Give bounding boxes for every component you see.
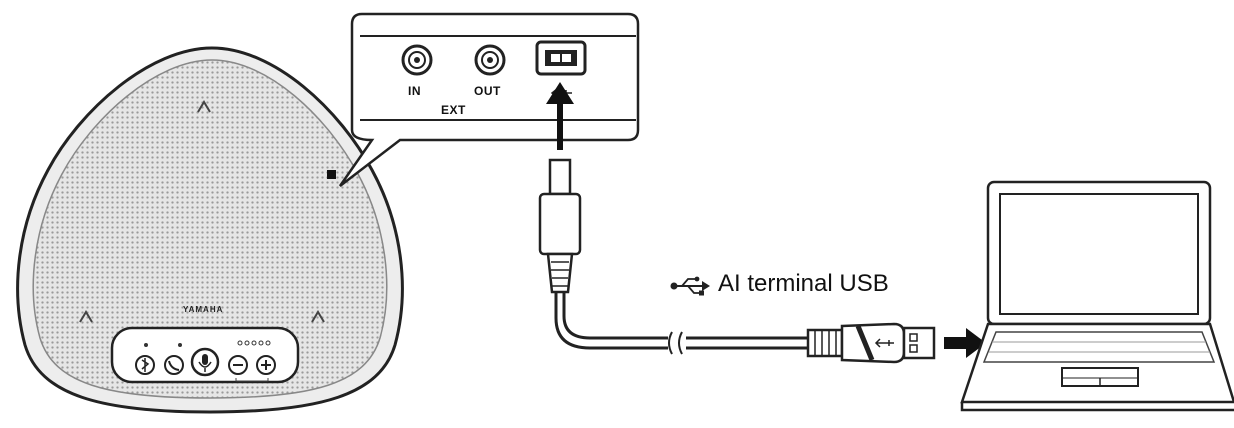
rear-panel-callout xyxy=(338,12,640,187)
callout-frame xyxy=(338,12,640,187)
volume-up-button[interactable] xyxy=(256,355,276,375)
connect-arrow xyxy=(944,328,986,358)
call-button[interactable] xyxy=(164,355,184,375)
insert-arrow-head xyxy=(546,82,574,104)
usb-a-plug xyxy=(902,326,936,360)
volume-bracket xyxy=(235,378,269,382)
plus-icon xyxy=(261,360,271,370)
brand-label: YAMAHA xyxy=(183,305,224,314)
microphone-icon xyxy=(202,354,208,365)
mic-marker-top xyxy=(197,100,211,113)
cable-label: AI terminal USB xyxy=(718,270,889,297)
bluetooth-button[interactable] xyxy=(135,355,155,375)
ext-out-jack xyxy=(474,44,506,76)
bluetooth-icon xyxy=(141,358,150,372)
usb-a-grip-symbol xyxy=(874,338,894,348)
laptop xyxy=(960,180,1234,412)
ext-in-jack xyxy=(401,44,433,76)
mic-marker-left xyxy=(79,310,93,323)
cable-break-mark xyxy=(668,331,673,355)
speakerphone xyxy=(16,46,404,414)
mic-mute-button[interactable] xyxy=(190,347,220,377)
cable-connector-body xyxy=(538,192,582,256)
usb-cable xyxy=(538,158,936,364)
usb-icon xyxy=(670,276,710,296)
port-in-label: IN xyxy=(408,84,421,98)
usb-a-strain-relief xyxy=(806,328,844,358)
volume-down-button[interactable] xyxy=(228,355,248,375)
laptop-base xyxy=(960,322,1234,404)
indicator-dot xyxy=(144,343,148,347)
status-led xyxy=(327,170,336,179)
laptop-screen xyxy=(999,193,1199,315)
cable-wire xyxy=(554,292,668,350)
laptop-keyboard xyxy=(982,331,1216,363)
cable-connector-tip xyxy=(548,158,572,196)
volume-level-leds xyxy=(237,340,271,346)
mic-marker-right xyxy=(311,310,325,323)
usb-port xyxy=(535,40,587,76)
phone-icon xyxy=(168,360,180,371)
indicator-dot xyxy=(178,343,182,347)
cable-strain-relief xyxy=(546,252,574,294)
ext-label: EXT xyxy=(441,103,466,117)
port-out-label: OUT xyxy=(474,84,501,98)
speaker-grille xyxy=(32,59,388,399)
